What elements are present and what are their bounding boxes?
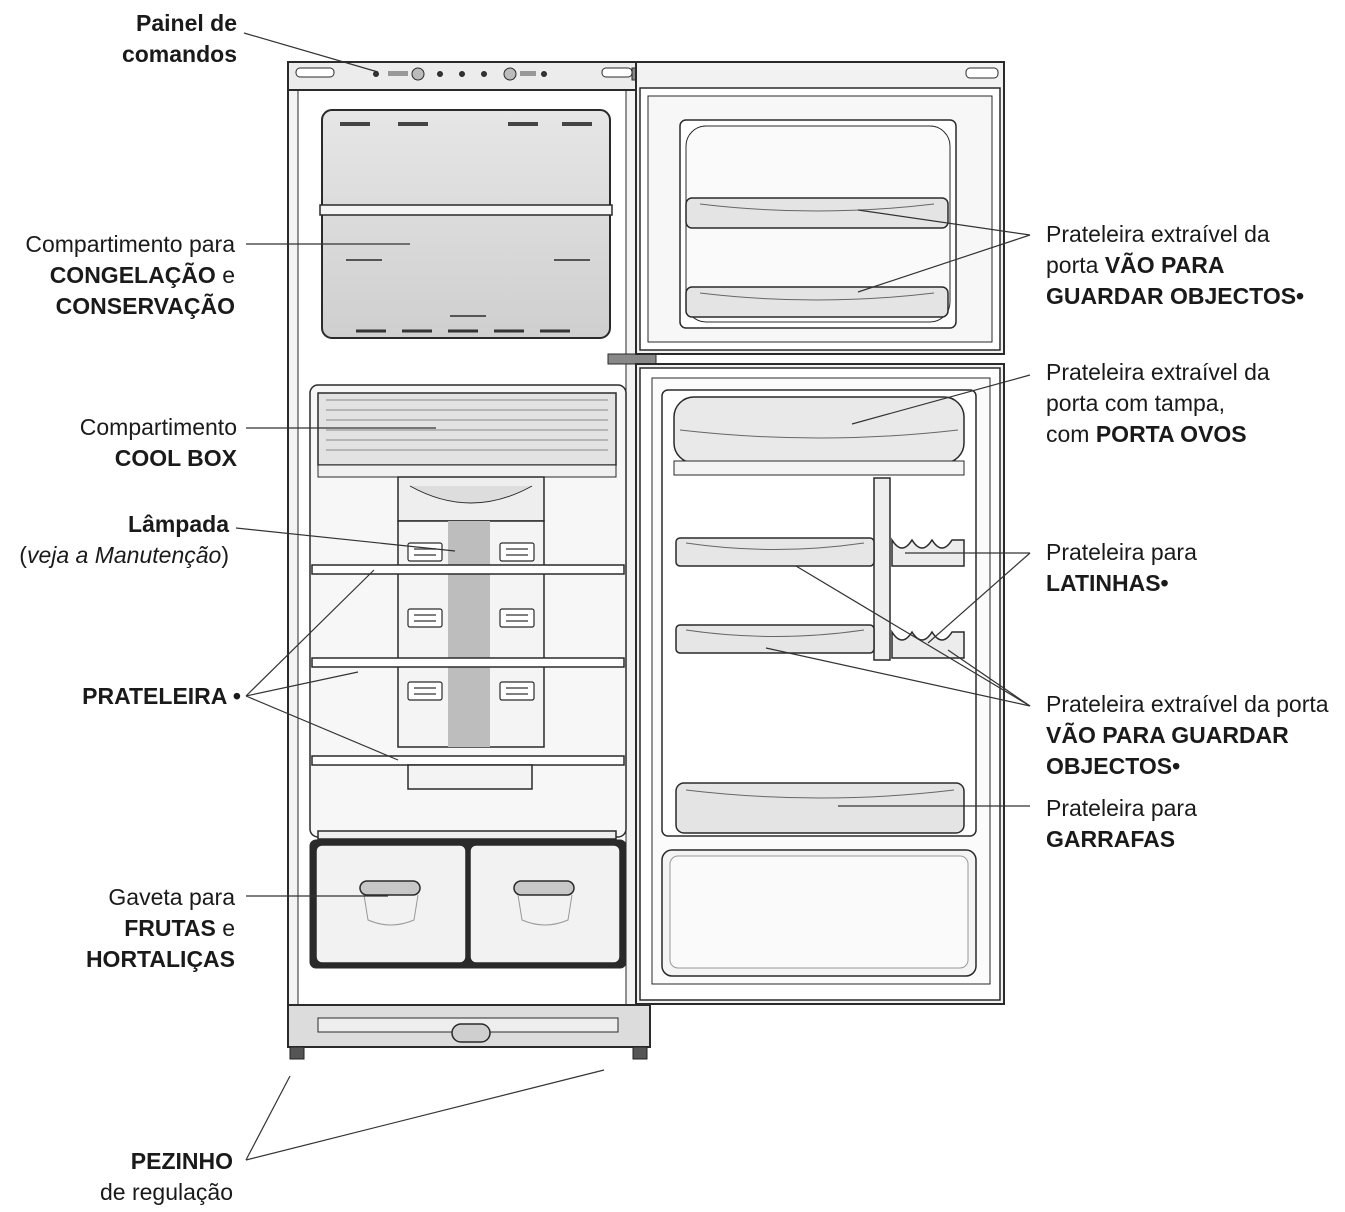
label-ovos-head: com (1046, 421, 1096, 447)
label-gaveta-tail: e (216, 915, 235, 941)
label-ovos-bold: PORTA OVOS (1096, 421, 1247, 447)
crisper-drawers (310, 840, 626, 968)
label-latinhas-line2: LATINHAS• (1046, 568, 1197, 599)
label-congelacao-tail: e (216, 262, 235, 288)
label-garrafas-line2: GARRAFAS (1046, 824, 1197, 855)
label-ovos-line1: Prateleira extraível da (1046, 357, 1270, 388)
label-congelacao-line1: Compartimento para (25, 229, 235, 260)
label-coolbox-line2: COOL BOX (80, 443, 237, 474)
label-porta-mid-line2: VÃO PARA GUARDAR (1046, 720, 1329, 751)
label-porta-top-bold1: VÃO PARA (1105, 252, 1225, 278)
label-congelacao: Compartimento para CONGELAÇÃO e CONSERVA… (25, 229, 235, 322)
label-coolbox: Compartimento COOL BOX (80, 412, 237, 474)
label-lampada-line1: Lâmpada (19, 509, 229, 540)
label-latinhas-line1: Prateleira para (1046, 537, 1197, 568)
label-gaveta-line1: Gaveta para (86, 882, 235, 913)
leader-pezinho-2 (246, 1070, 604, 1160)
label-latinhas: Prateleira para LATINHAS• (1046, 537, 1197, 599)
label-ovos-line2: porta com tampa, (1046, 388, 1270, 419)
label-pezinho-line1: PEZINHO (100, 1146, 233, 1177)
label-porta-top-head: porta (1046, 252, 1105, 278)
label-congelacao-bold1: CONGELAÇÃO (50, 262, 216, 288)
label-porta-mid-line3: OBJECTOS• (1046, 751, 1329, 782)
label-garrafas: Prateleira para GARRAFAS (1046, 793, 1197, 855)
control-panel (288, 62, 636, 90)
label-prateleira-text: PRATELEIRA (82, 683, 226, 709)
label-porta-objectos-mid: Prateleira extraível da porta VÃO PARA G… (1046, 689, 1329, 782)
label-coolbox-line1: Compartimento (80, 412, 237, 443)
label-lampada-italic: veja a Manutenção (27, 542, 221, 568)
label-prateleira: PRATELEIRA • (82, 681, 241, 712)
label-porta-objectos-top: Prateleira extraível da porta VÃO PARA G… (1046, 219, 1304, 312)
label-lampada: Lâmpada (veja a Manutenção) (19, 509, 229, 571)
label-prateleira-bullet: • (227, 683, 241, 709)
label-garrafas-line1: Prateleira para (1046, 793, 1197, 824)
label-gaveta-bold1: FRUTAS (124, 915, 216, 941)
label-lampada-close: ) (221, 542, 229, 568)
freezer-compartment (320, 110, 612, 338)
label-porta-ovos: Prateleira extraível da porta com tampa,… (1046, 357, 1270, 450)
label-gaveta-bold2: HORTALIÇAS (86, 944, 235, 975)
label-painel-line1: Painel de (122, 8, 237, 39)
label-congelacao-bold2: CONSERVAÇÃO (25, 291, 235, 322)
label-lampada-open: ( (19, 542, 27, 568)
label-pezinho: PEZINHO de regulação (100, 1146, 233, 1208)
label-gaveta: Gaveta para FRUTAS e HORTALIÇAS (86, 882, 235, 975)
fridge-door (636, 364, 1004, 1004)
label-pezinho-line2: de regulação (100, 1177, 233, 1208)
label-porta-top-bold2: GUARDAR OBJECTOS• (1046, 281, 1304, 312)
label-porta-top-line1: Prateleira extraível da (1046, 219, 1304, 250)
leader-pezinho-1 (246, 1076, 290, 1160)
lamp-housing (398, 477, 544, 747)
leveling-feet (290, 1047, 647, 1059)
label-porta-mid-line1: Prateleira extraível da porta (1046, 689, 1329, 720)
freezer-door (636, 62, 1004, 354)
label-painel: Painel de comandos (122, 8, 237, 70)
label-painel-line2: comandos (122, 39, 237, 70)
